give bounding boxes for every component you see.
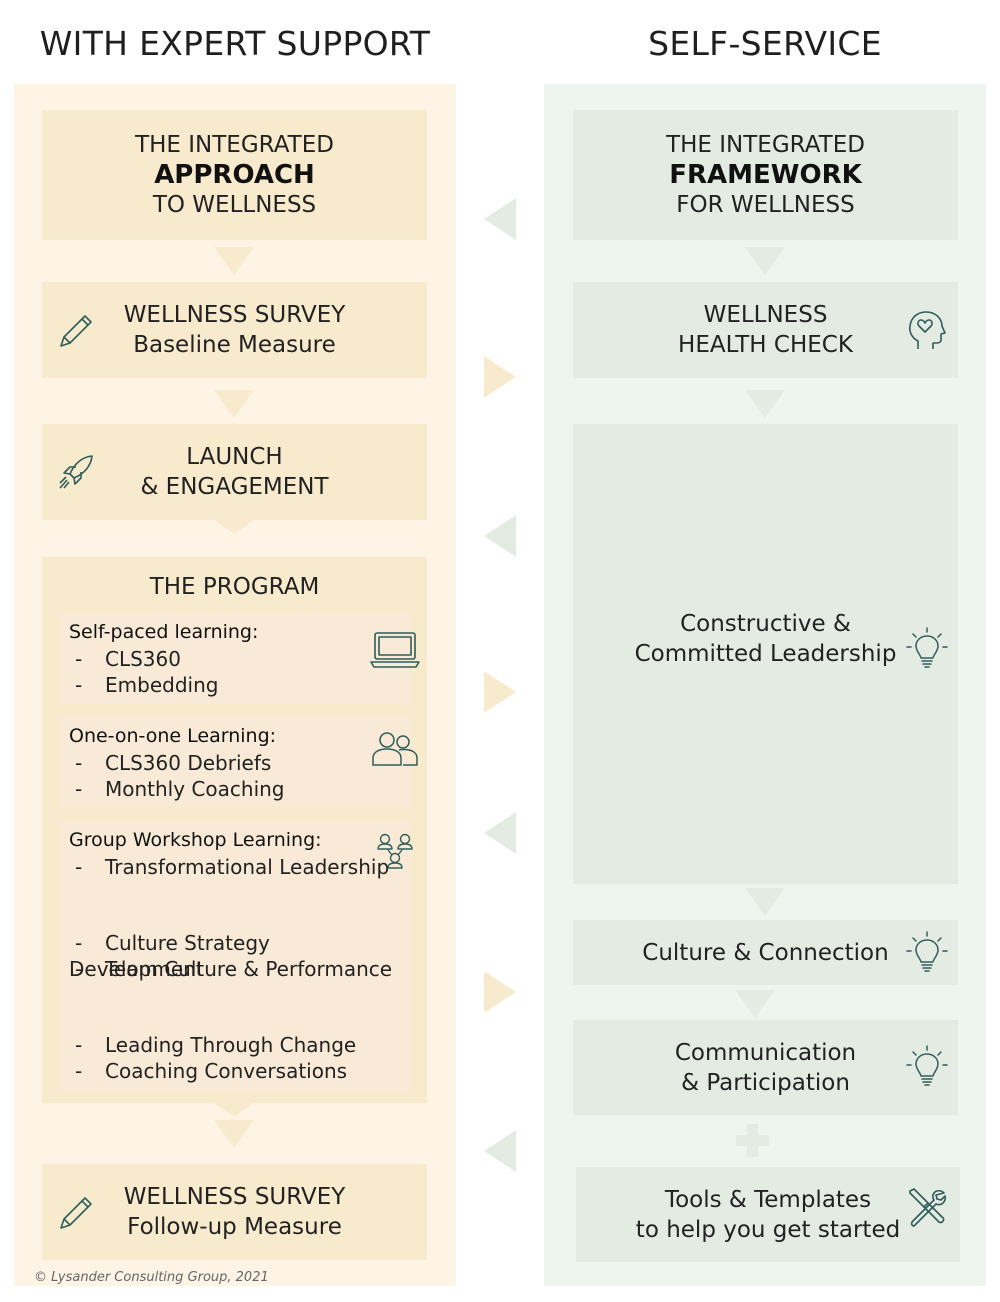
- approach-line3: TO WELLNESS: [152, 192, 317, 218]
- self-paced-learning-section: Self-paced learning: -CLS360 -Embedding: [60, 612, 410, 704]
- rocket-icon: [59, 455, 93, 489]
- approach-line2: APPROACH: [154, 160, 315, 190]
- flow-arrow-down: [214, 1103, 254, 1117]
- tools-line2: to help you get started: [635, 1216, 901, 1243]
- pencil-icon: [60, 315, 92, 347]
- one-on-one-learning-section: One-on-one Learning: -CLS360 Debriefs -M…: [60, 716, 410, 808]
- tools-icon: [909, 1188, 947, 1227]
- two-people-icon: [372, 732, 418, 766]
- survey-followup-line2: Follow-up Measure: [127, 1214, 342, 1240]
- flow-arrow-down: [214, 247, 254, 275]
- group-icon: [377, 833, 413, 869]
- list-item: -Transformational Leadership: [75, 855, 390, 879]
- tools-templates-box: Tools & Templates to help you get starte…: [576, 1167, 960, 1262]
- list-item: -CLS360: [75, 647, 181, 671]
- program-title: THE PROGRAM: [149, 574, 320, 600]
- framework-line1: THE INTEGRATED: [666, 132, 865, 158]
- list-item: -Monthly Coaching: [75, 777, 285, 801]
- launch-engagement-box: LAUNCH & ENGAGEMENT: [42, 424, 427, 520]
- arrow-right: [484, 356, 516, 398]
- plus-icon: [747, 1124, 758, 1157]
- arrow-right: [484, 971, 516, 1013]
- arrow-left: [484, 515, 516, 557]
- health-check-line1: WELLNESS: [703, 302, 828, 328]
- section-title: Group Workshop Learning:: [69, 829, 322, 851]
- framework-line2: FRAMEWORK: [669, 160, 862, 190]
- pencil-icon: [60, 1197, 92, 1229]
- launch-line2: & ENGAGEMENT: [140, 474, 329, 500]
- section-title: One-on-one Learning:: [69, 725, 277, 747]
- flow-arrow-down: [745, 390, 785, 418]
- list-item: -CLS360 Debriefs: [75, 751, 272, 775]
- arrow-left: [484, 1130, 516, 1172]
- lightbulb-icon: [906, 1045, 948, 1086]
- approach-line1: THE INTEGRATED: [135, 132, 334, 158]
- right-column-title: SELF-SERVICE: [648, 24, 882, 63]
- left-column-title: WITH EXPERT SUPPORT: [39, 24, 431, 63]
- leadership-line2: Committed Leadership: [634, 641, 897, 667]
- list-item: -Team Culture & Performance: [75, 957, 393, 981]
- arrow-right: [484, 671, 516, 713]
- culture-connection-box: Culture & Connection: [573, 920, 958, 985]
- survey-baseline-line2: Baseline Measure: [133, 332, 336, 358]
- list-item: -Leading Through Change: [75, 1033, 357, 1057]
- flow-arrow-down: [214, 1120, 254, 1148]
- arrow-left: [484, 812, 516, 854]
- launch-line1: LAUNCH: [186, 444, 283, 470]
- wellness-survey-followup-box: WELLNESS SURVEY Follow-up Measure: [42, 1164, 427, 1260]
- leadership-line1: Constructive &: [680, 611, 851, 637]
- laptop-icon: [370, 632, 420, 668]
- leadership-box: Constructive & Committed Leadership: [573, 424, 958, 884]
- flow-arrow-down: [214, 390, 254, 418]
- communication-line1: Communication: [674, 1039, 857, 1066]
- wellness-survey-baseline-box: WELLNESS SURVEY Baseline Measure: [42, 282, 427, 378]
- framework-box: THE INTEGRATED FRAMEWORK FOR WELLNESS: [573, 110, 958, 240]
- approach-box: THE INTEGRATED APPROACH TO WELLNESS: [42, 110, 427, 240]
- communication-line2: & Participation: [681, 1069, 850, 1096]
- wellness-health-check-box: WELLNESS HEALTH CHECK: [573, 282, 958, 378]
- lightbulb-icon: [906, 627, 948, 668]
- survey-baseline-line1: WELLNESS SURVEY: [123, 302, 346, 328]
- list-item: -Coaching Conversations: [75, 1059, 348, 1083]
- flow-arrow-down: [735, 990, 775, 1018]
- communication-participation-box: Communication & Participation: [573, 1020, 958, 1115]
- framework-line3: FOR WELLNESS: [676, 192, 855, 218]
- group-workshop-learning-section: Group Workshop Learning: -Transformation…: [60, 820, 410, 1092]
- list-item: -Embedding: [75, 673, 219, 697]
- health-check-line2: HEALTH CHECK: [678, 332, 853, 358]
- tools-line1: Tools & Templates: [664, 1186, 872, 1213]
- list-item: -Culture Strategy Development: [69, 931, 270, 981]
- culture-line1: Culture & Connection: [642, 939, 889, 966]
- flow-arrow-down: [214, 520, 254, 534]
- lightbulb-icon: [906, 931, 948, 972]
- copyright-text: © Lysander Consulting Group, 2021: [34, 1270, 269, 1285]
- arrow-left: [484, 198, 516, 240]
- survey-followup-line1: WELLNESS SURVEY: [123, 1184, 346, 1210]
- flow-arrow-down: [745, 888, 785, 916]
- head-heart-icon: [909, 311, 946, 349]
- section-title: Self-paced learning:: [69, 621, 259, 643]
- flow-arrow-down: [745, 247, 785, 275]
